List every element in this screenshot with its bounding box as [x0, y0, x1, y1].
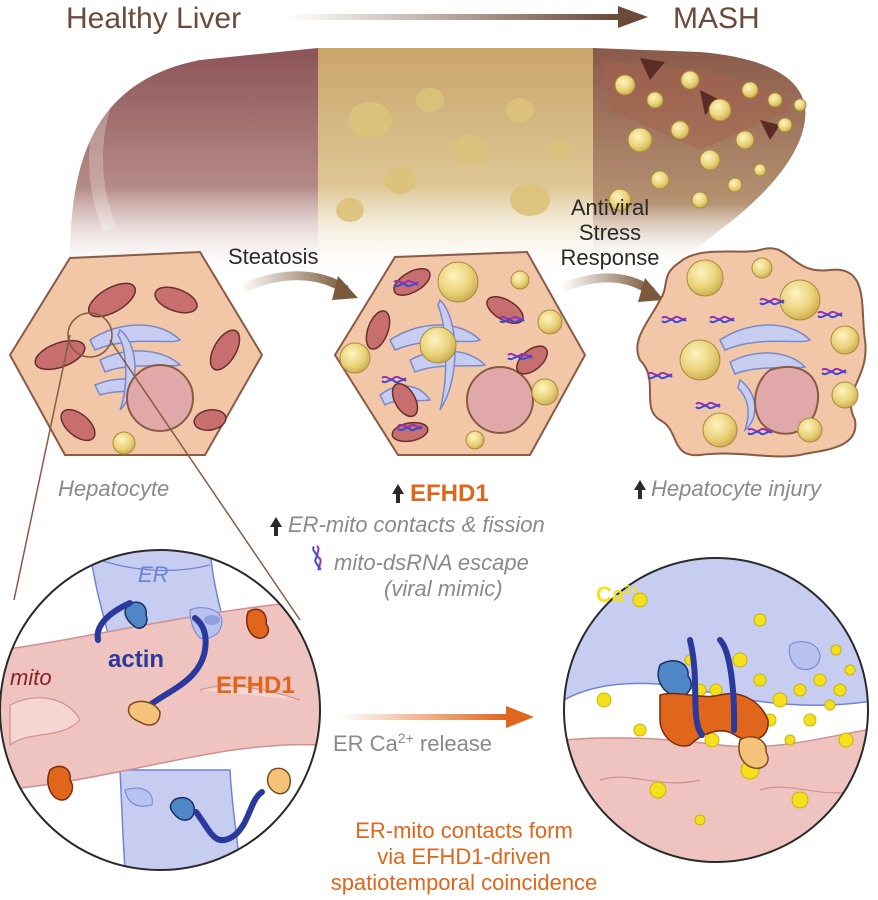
- mash-label: MASH: [673, 2, 760, 35]
- healthy-liver-label: Healthy Liver: [66, 2, 241, 35]
- actin-label: actin: [108, 646, 164, 673]
- injury-up-label: Hepatocyte injury: [651, 476, 823, 501]
- progression-arrow-head: [618, 6, 648, 28]
- zoom-left: [0, 550, 320, 870]
- contacts-fission-label: ER-mito contacts & fission: [288, 512, 545, 537]
- zoom-right-border: [563, 557, 869, 863]
- hepatocyte-healthy: [8, 250, 264, 456]
- nucleus: [126, 364, 194, 432]
- footer-line1: ER-mito contacts form: [355, 818, 573, 843]
- progression-arrow-shaft: [288, 14, 618, 20]
- liver-illustration: [70, 48, 807, 280]
- zoom-right: [564, 558, 868, 862]
- hepatocyte-steatotic: [333, 250, 587, 456]
- mito-label: mito: [10, 665, 52, 690]
- dsrna-escape-label: mito-dsRNA escape: [334, 550, 529, 575]
- contacts-up-arrow: [270, 517, 282, 527]
- zoom-source-circle: [67, 312, 113, 358]
- viral-mimic-label: (viral mimic): [384, 576, 503, 601]
- zoom-line-left: [13, 334, 71, 601]
- antiviral-label-line2: Stress: [579, 220, 641, 245]
- calcium-label: Ca2+: [596, 582, 639, 607]
- liver-healthy-section: [70, 48, 318, 280]
- steatosis-label: Steatosis: [228, 244, 319, 269]
- footer-line2: via EFHD1-driven: [377, 844, 551, 869]
- efhd1-up-label: EFHD1: [410, 480, 489, 507]
- mito-matrix: [564, 727, 868, 862]
- zoom-left-border: [0, 549, 321, 871]
- antiviral-arrow: [560, 273, 655, 296]
- antiviral-arrow-head: [638, 278, 664, 302]
- hepatocyte-label: Hepatocyte: [58, 476, 169, 501]
- hepatocyte-injured: [636, 247, 867, 458]
- steatosis-arrow-head: [332, 276, 358, 300]
- er-label: ER: [138, 562, 169, 587]
- dsrna-legend-icon: [311, 544, 324, 572]
- ca-release-arrow-head: [506, 706, 534, 728]
- ca-release-arrow-shaft: [340, 714, 508, 720]
- ca-release-label: ER Ca2+ release: [333, 730, 492, 756]
- efhd1-zoom-label: EFHD1: [216, 672, 295, 699]
- zoom-line-right: [109, 339, 301, 621]
- antiviral-label-line1: Antiviral: [571, 195, 649, 220]
- footer-line3: spatiotemporal coincidence: [331, 870, 598, 895]
- er-lumen: [564, 558, 868, 706]
- efhd1-up-arrow: [392, 484, 404, 494]
- antiviral-label-line3: Response: [560, 245, 659, 270]
- er-tube-bottom: [119, 769, 241, 870]
- injury-up-arrow: [634, 480, 646, 490]
- liver-fatty-section: [318, 48, 593, 280]
